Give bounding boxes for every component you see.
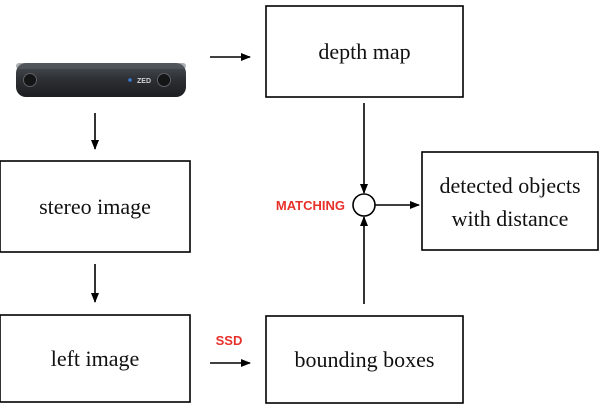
- left-image-node: left image: [0, 314, 191, 403]
- camera-brand-label: ZED: [137, 78, 151, 85]
- left-lens-icon: [23, 73, 37, 87]
- detected-objects-node: detected objects with distance: [421, 151, 599, 251]
- stereo-image-label: stereo image: [39, 194, 151, 219]
- zed-camera-image: ZED: [16, 63, 186, 97]
- ssd-edge-label: SSD: [216, 333, 243, 348]
- bounding-boxes-node: bounding boxes: [265, 315, 464, 404]
- matching-edge-label: MATCHING: [276, 198, 345, 213]
- depth-map-label: depth map: [318, 39, 410, 64]
- bounding-boxes-label: bounding boxes: [295, 347, 435, 372]
- left-image-label: left image: [51, 346, 140, 371]
- detected-objects-label-line2: with distance: [452, 206, 569, 231]
- stereo-image-node: stereo image: [0, 160, 191, 253]
- depth-map-node: depth map: [265, 5, 464, 98]
- right-lens-icon: [157, 73, 171, 87]
- detected-objects-label-line1: detected objects: [439, 173, 580, 198]
- status-led-icon: [128, 78, 132, 82]
- matching-junction: [352, 193, 376, 217]
